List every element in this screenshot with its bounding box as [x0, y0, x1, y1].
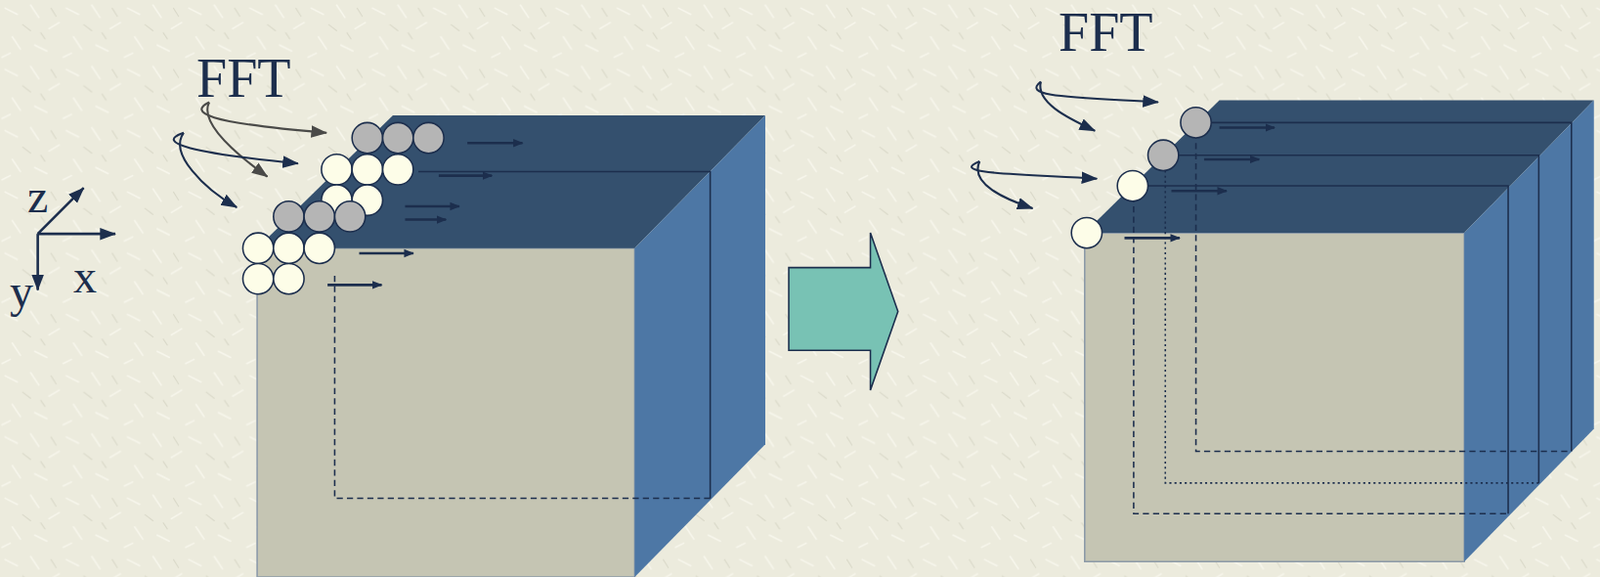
axis-label: y: [9, 267, 34, 315]
fft-label: FFT: [1058, 4, 1154, 60]
axis-label: x: [73, 253, 97, 301]
axis-label: z: [27, 172, 48, 220]
fft-label: FFT: [196, 50, 292, 106]
